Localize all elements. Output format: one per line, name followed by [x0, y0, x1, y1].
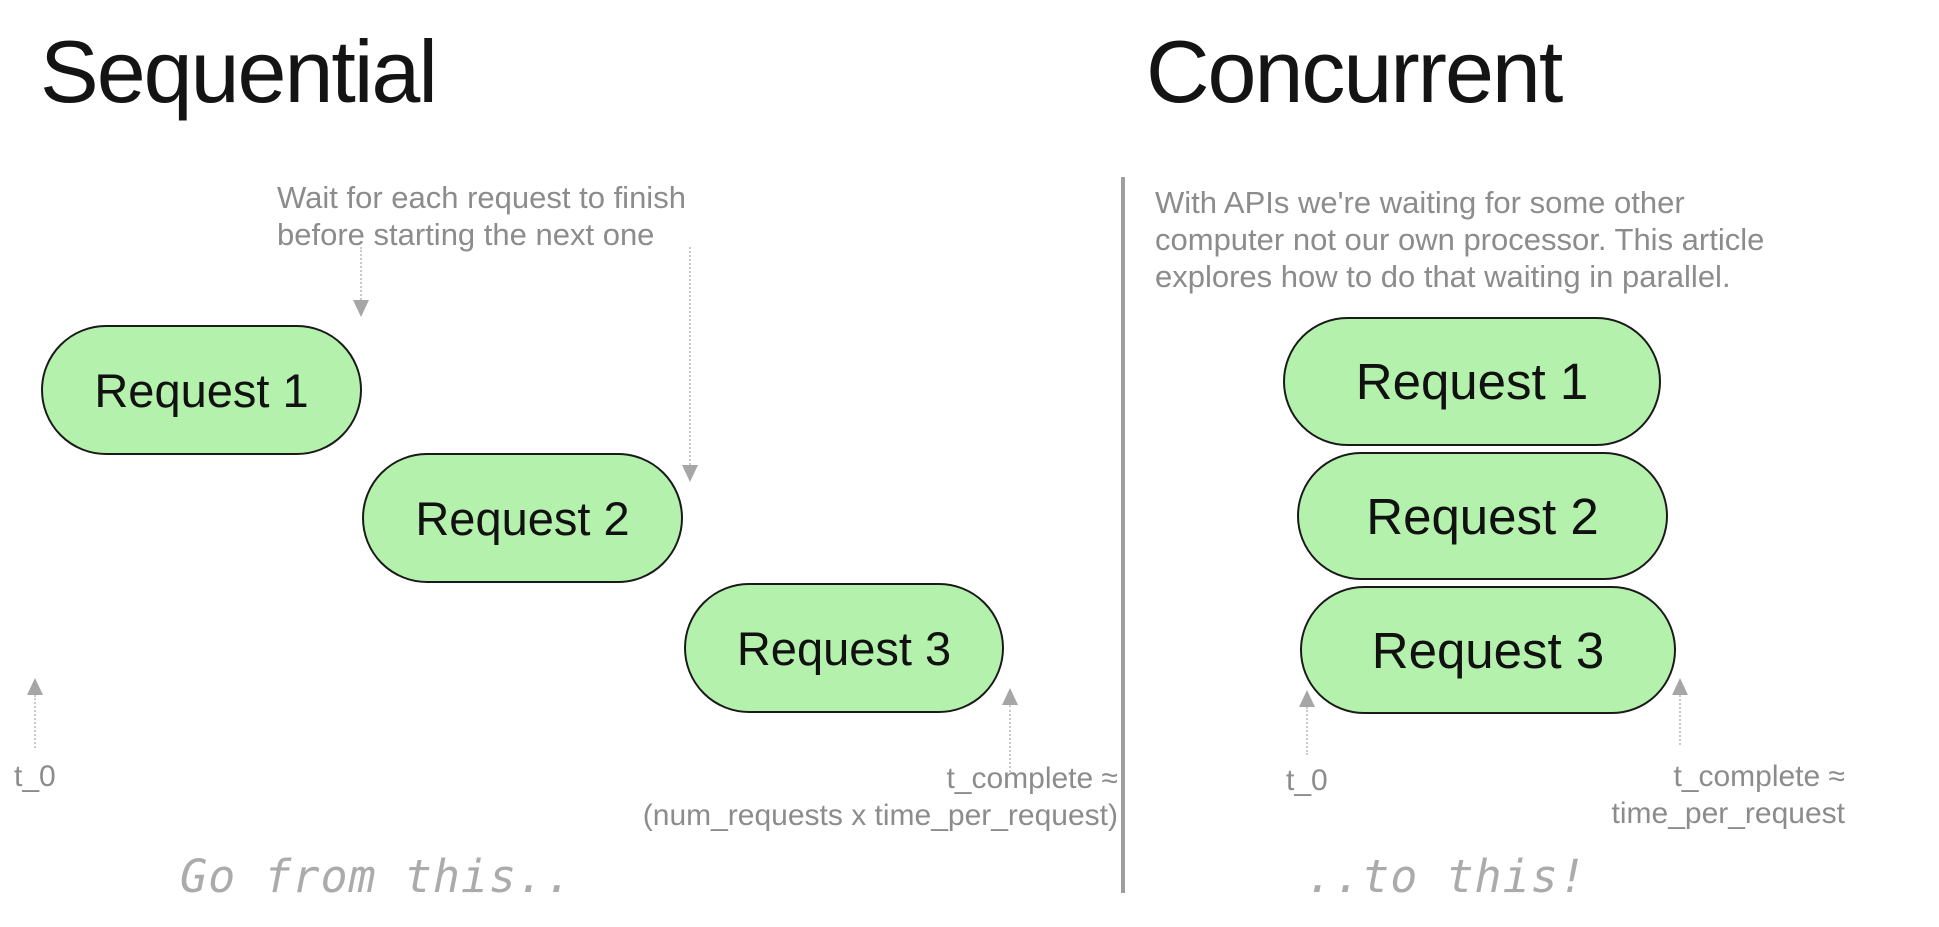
- concurrent-request-1-pill: Request 1: [1283, 317, 1661, 446]
- pill-label: Request 2: [1366, 487, 1599, 545]
- t-complete-line1: t_complete ≈: [1673, 760, 1845, 793]
- sequential-annotation: Wait for each request to finish before s…: [277, 179, 686, 253]
- arrow-line: [34, 695, 36, 748]
- arrow-line: [1679, 695, 1681, 745]
- concurrent-t0-label: t_0: [1286, 764, 1328, 797]
- arrow-head-up: [27, 678, 43, 695]
- arrow-head-up: [1299, 690, 1315, 707]
- sequential-annotation-line2: before starting the next one: [277, 217, 655, 252]
- sequential-annotation-line1: Wait for each request to finish: [277, 180, 686, 215]
- arrow-head-down: [353, 300, 369, 317]
- concurrent-annotation-line3: explores how to do that waiting in paral…: [1155, 259, 1731, 294]
- sequential-t0-label: t_0: [14, 760, 56, 793]
- t-complete-line1: t_complete ≈: [946, 762, 1118, 795]
- sequential-request-1-pill: Request 1: [41, 325, 362, 455]
- sequential-request-2-pill: Request 2: [362, 453, 683, 583]
- pill-label: Request 1: [1355, 353, 1589, 410]
- t-complete-line2: (num_requests x time_per_request): [642, 799, 1118, 832]
- arrow-head-up: [1672, 678, 1688, 695]
- arrow-head-up: [1002, 688, 1018, 705]
- sequential-request-3-pill: Request 3: [684, 583, 1004, 713]
- arrow-line: [1306, 707, 1308, 755]
- concurrent-request-2-pill: Request 2: [1297, 452, 1668, 580]
- pill-label: Request 2: [415, 491, 630, 545]
- concurrent-request-3-pill: Request 3: [1300, 586, 1676, 714]
- pill-label: Request 1: [94, 363, 309, 417]
- t-complete-line2: time_per_request: [1611, 797, 1845, 830]
- t0-arrow-up-icon: [1299, 690, 1315, 755]
- arrow-head-down: [682, 465, 698, 482]
- pill-label: Request 3: [1371, 621, 1605, 679]
- concurrent-annotation-line1: With APIs we're waiting for some other: [1155, 185, 1685, 220]
- t-complete-arrow-up-icon: [1002, 688, 1018, 772]
- arrow-line: [1009, 705, 1011, 772]
- sequential-title: Sequential: [40, 22, 438, 121]
- sequential-caption: Go from this..: [180, 850, 574, 903]
- concurrent-annotation: With APIs we're waiting for some other c…: [1155, 184, 1764, 295]
- concurrent-t-complete-label: t_complete ≈ time_per_request: [1612, 758, 1845, 832]
- panel-divider: [1121, 177, 1125, 893]
- arrow-down-request1-icon: [353, 247, 369, 317]
- pill-label: Request 3: [736, 621, 952, 675]
- concurrent-title: Concurrent: [1146, 22, 1563, 121]
- concurrent-annotation-line2: computer not our own processor. This art…: [1155, 222, 1765, 257]
- arrow-line: [689, 247, 691, 465]
- t0-arrow-up-icon: [27, 678, 43, 748]
- arrow-line: [360, 247, 362, 300]
- concurrent-caption: ..to this!: [1306, 850, 1587, 903]
- arrow-down-request3-icon: [682, 247, 698, 482]
- t-complete-arrow-up-icon: [1672, 678, 1688, 745]
- sequential-t-complete-label: t_complete ≈ (num_requests x time_per_re…: [643, 760, 1118, 834]
